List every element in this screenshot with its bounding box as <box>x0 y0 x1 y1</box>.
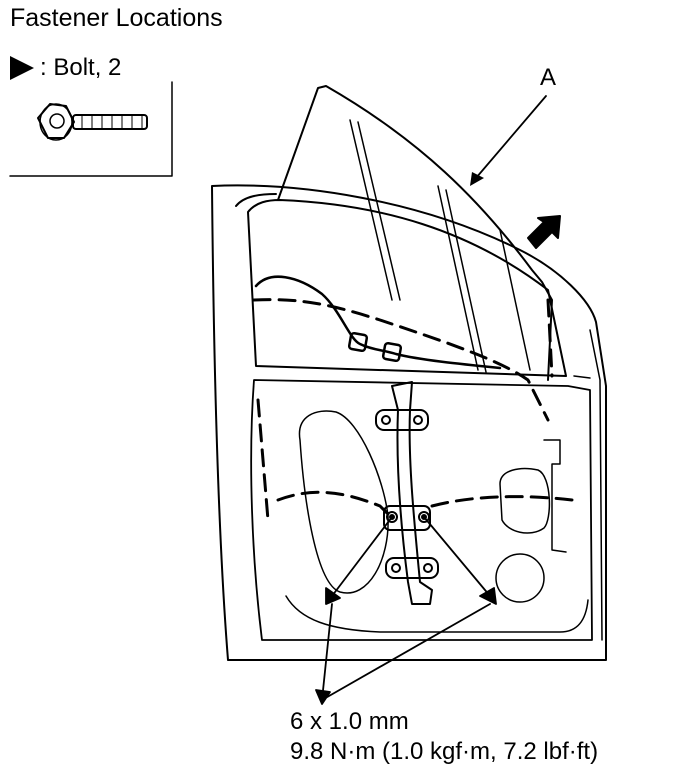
direction-arrow-icon <box>527 215 561 249</box>
diagram-title: Fastener Locations <box>10 4 223 32</box>
triangle-arrow-icon <box>10 56 34 80</box>
bolt-legend-text: : Bolt, 2 <box>40 54 122 81</box>
bolt-illustration <box>9 81 173 177</box>
wire-harness <box>254 275 502 370</box>
door-glass-a <box>277 85 553 381</box>
callout-label-a: A <box>540 64 557 91</box>
bolt-specification: 6 x 1.0 mm 9.8 N·m (1.0 kgf·m, 7.2 lbf·f… <box>290 707 598 767</box>
window-regulator <box>375 381 439 605</box>
door-panel <box>211 184 607 661</box>
bolt-size: 6 x 1.0 mm <box>290 708 409 735</box>
dashed-harness <box>252 298 574 522</box>
door-openings <box>298 410 567 603</box>
callout-a-leader <box>475 95 547 179</box>
bolt-torque: 9.8 N·m (1.0 kgf·m, 7.2 lbf·ft) <box>290 738 599 765</box>
callout-a-arrowhead <box>470 172 484 186</box>
bolt-leaders <box>315 516 497 705</box>
bolt-legend: : Bolt, 2 <box>10 54 121 82</box>
